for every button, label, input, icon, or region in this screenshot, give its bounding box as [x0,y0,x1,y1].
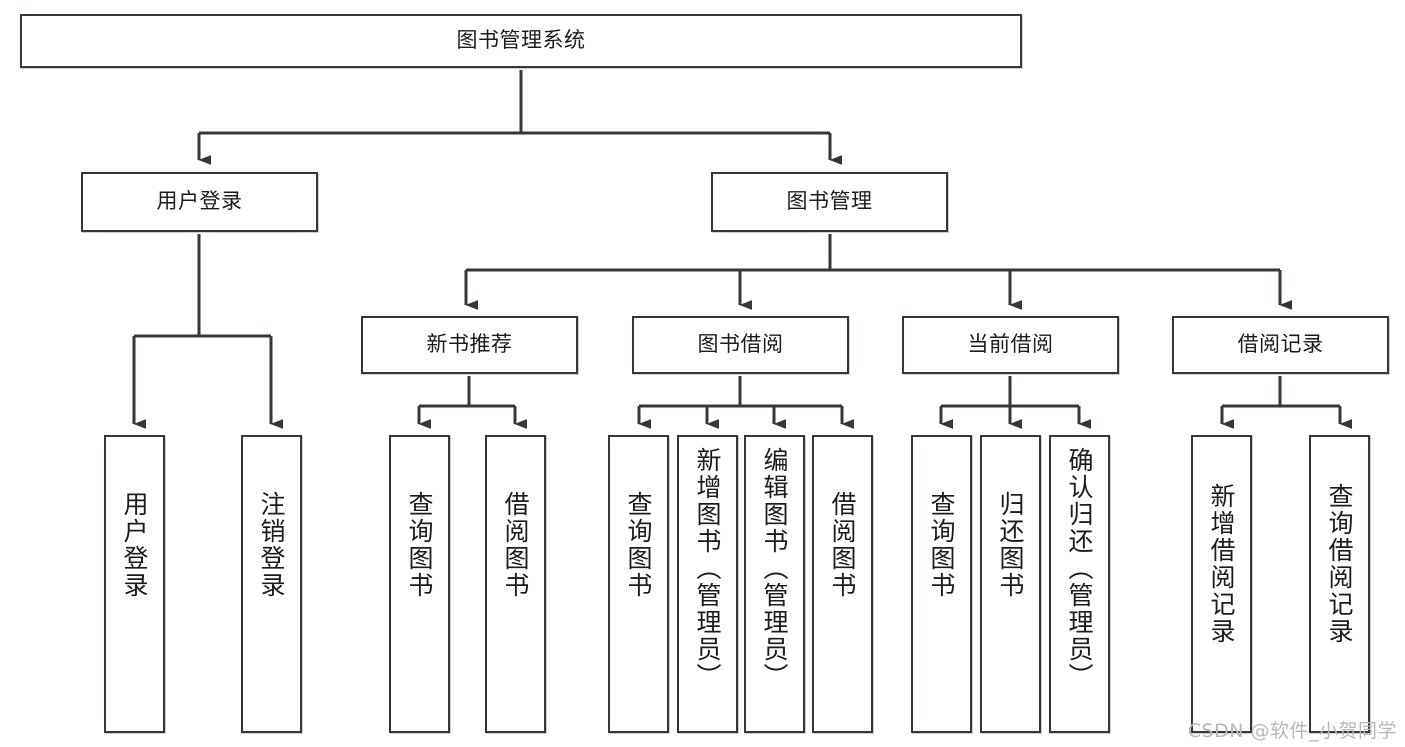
node-label: 借阅图书 [501,491,530,599]
node-label: 确认归还（管理员） [1065,447,1094,690]
node-label: 查询图书 [405,491,434,599]
node-root-system[interactable]: 图书管理系统 [20,14,1022,68]
node-label: 查询图书 [624,491,653,599]
node-user-login[interactable]: 用户登录 [81,172,318,232]
leaf-query-books-borrow[interactable]: 查询图书 [608,435,669,733]
node-new-book-recommend[interactable]: 新书推荐 [361,316,578,374]
leaf-edit-book-admin[interactable]: 编辑图书（管理员） [744,435,805,733]
node-book-management[interactable]: 图书管理 [711,172,948,232]
node-label: 借阅图书 [828,491,857,599]
node-label: 注销登录 [257,491,286,599]
node-label: 新增借阅记录 [1207,483,1236,645]
node-label: 编辑图书（管理员） [760,447,789,690]
leaf-return-books[interactable]: 归还图书 [980,435,1041,733]
node-label: 查询借阅记录 [1325,483,1354,645]
node-label: 新增图书（管理员） [693,447,722,690]
leaf-borrow-books[interactable]: 借阅图书 [812,435,873,733]
node-label: 图书管理系统 [456,28,586,53]
leaf-user-login[interactable]: 用户登录 [104,435,165,733]
leaf-add-borrow-record[interactable]: 新增借阅记录 [1191,435,1252,733]
leaf-confirm-return-admin[interactable]: 确认归还（管理员） [1049,435,1110,733]
leaf-add-book-admin[interactable]: 新增图书（管理员） [677,435,738,733]
node-label: 当前借阅 [967,332,1054,357]
node-label: 新书推荐 [426,332,513,357]
leaf-query-borrow-record[interactable]: 查询借阅记录 [1309,435,1370,733]
leaf-logout[interactable]: 注销登录 [241,435,302,733]
node-label: 用户登录 [120,491,149,599]
watermark-text: CSDN @软件_小贺同学 [1187,720,1397,742]
node-label: 图书管理 [786,189,873,214]
node-label: 用户登录 [156,189,243,214]
node-book-borrow[interactable]: 图书借阅 [632,316,849,374]
leaf-query-books-current[interactable]: 查询图书 [911,435,972,733]
node-current-borrow[interactable]: 当前借阅 [902,316,1119,374]
leaf-query-books-recommend[interactable]: 查询图书 [389,435,450,733]
node-label: 图书借阅 [697,332,784,357]
node-borrow-records[interactable]: 借阅记录 [1172,316,1389,374]
node-label: 查询图书 [927,491,956,599]
leaf-borrow-books-recommend[interactable]: 借阅图书 [485,435,546,733]
node-label: 归还图书 [996,491,1025,599]
node-label: 借阅记录 [1237,332,1324,357]
